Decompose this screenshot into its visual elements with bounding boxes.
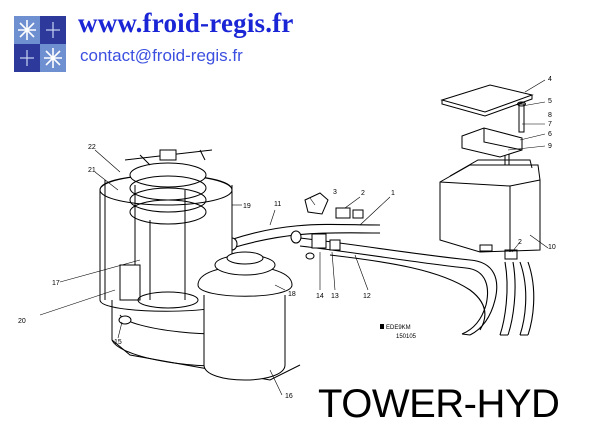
drawing-stamp: EDE9KM 150105 [380,324,417,340]
callout-5: 5 [548,98,552,105]
tower-assembly [99,149,233,312]
callout-9: 9 [548,143,552,150]
callout-21: 21 [88,167,96,174]
callout-11: 11 [274,201,281,208]
control-box [439,159,541,253]
callout-10: 10 [548,244,556,251]
callout-13: 13 [331,293,339,300]
leader-lines [39,79,549,396]
callout-14: 14 [316,293,324,300]
cover-plate [440,84,534,117]
snowflake-logo [12,14,68,74]
callout-18: 18 [288,291,296,298]
site-url[interactable]: www.froid-regis.fr [78,8,294,38]
snowflake-logo-icon [14,16,66,72]
model-name: TOWER-HYD [318,382,560,426]
callout-17: 17 [52,280,60,287]
callout-labels: 1 2 2 3 4 5 6 7 8 9 10 11 12 13 14 15 16… [18,76,556,400]
callout-22: 22 [88,144,96,151]
callout-16: 16 [285,393,293,400]
callout-20: 20 [18,318,26,325]
contact-email[interactable]: contact@froid-regis.fr [80,46,243,65]
callout-8: 8 [548,112,552,119]
hoses [229,223,535,336]
callout-6: 6 [548,131,552,138]
stamp-number: 150105 [396,334,417,340]
callout-7: 7 [548,121,552,128]
fittings [226,192,364,260]
callout-3: 3 [333,189,337,196]
callout-12: 12 [363,293,371,300]
pin-parts [504,101,526,166]
stamp-code: EDE9KM [386,325,411,331]
motor-unit [197,251,293,381]
bracket-part [461,127,523,158]
callout-15: 15 [114,339,122,346]
callout-2: 2 [361,190,365,197]
box-connectors [479,244,518,260]
callout-1: 1 [391,190,395,197]
callout-4: 4 [548,76,552,83]
callout-19: 19 [243,203,251,210]
callout-2b: 2 [518,239,522,246]
